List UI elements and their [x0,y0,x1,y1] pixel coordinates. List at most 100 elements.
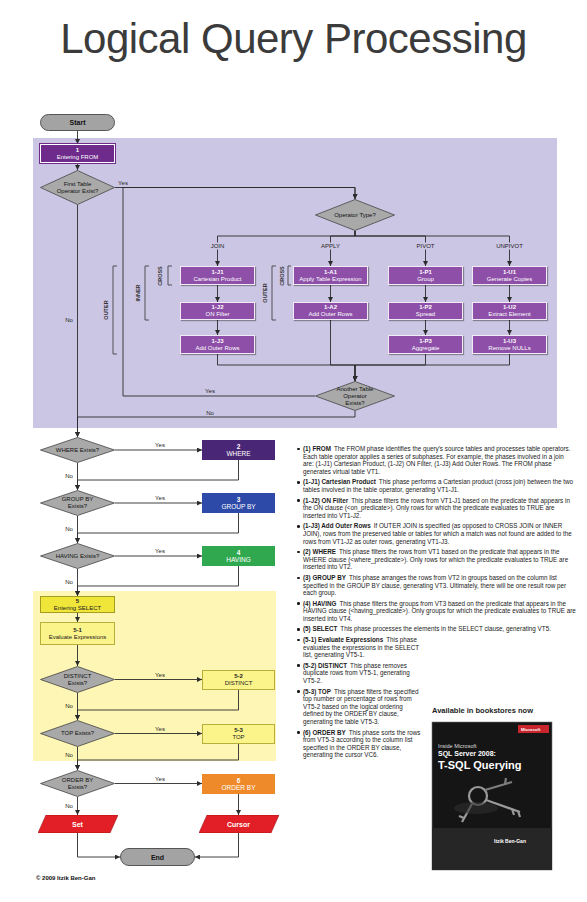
flow-connector [425,320,426,335]
edge-label: No [206,409,214,416]
description-panel: (1) FROMThe FROM phase identifies the qu… [296,445,576,762]
description-body: This phase filters the groups from VT3 b… [303,600,576,622]
flow-connector [509,320,510,335]
node-label: Group [417,276,434,283]
flow-connector [115,783,202,784]
edge-label: No [65,317,73,324]
diamond-fill [41,491,115,516]
flow-connector [331,320,356,381]
flow-connector [77,205,78,437]
node-label: 1-P2 [416,304,435,311]
node-text: 1-U1Generate Copies [487,269,532,283]
node-label: Remove NULLs [488,345,530,352]
flow-connector [78,411,356,437]
book-cover [432,722,552,870]
outer-bracket [113,266,117,354]
diamond-fill [41,438,115,463]
diamond-fill [41,771,115,797]
flow-connector [509,285,510,302]
node-text: Operator Type? [333,212,377,219]
select-phase-band [33,591,276,761]
flow-connector [123,188,355,397]
book-title: SQL Server 2008: [438,750,496,758]
node-label: Spread [416,311,435,318]
edge-label: No [65,752,73,759]
edge-label: Yes [155,548,165,555]
node-label: 1-U1 [487,269,532,276]
node-label: 1-J2 [206,304,230,311]
flow-connector [115,188,355,200]
flow-connector [355,354,510,381]
node-text: Set [72,821,83,828]
edge-label: Yes [118,180,128,187]
bracket-label: INNER [135,284,141,301]
node-label: HAVING [226,556,250,563]
node-label: 1-J3 [195,338,239,345]
node-text: Start [70,119,86,126]
node-text: 1-J2ON Filter [206,304,230,318]
node-text: 1Entering FROM [57,147,99,161]
node-label: 1-P1 [417,269,434,276]
node-label: DISTINCT [225,680,253,687]
edge-label: Yes [205,388,215,395]
description-column: (1) FROMThe FROM phase identifies the qu… [296,445,576,633]
flow-connector [355,354,426,381]
bracket-label: CROSS [157,266,163,286]
node-text: 1-P1Group [417,269,434,283]
book-title: Inside Microsoft [438,743,477,750]
description-item: (5-3) TOPThis phase filters the specifie… [296,688,423,726]
description-item: (1-J3) Add Outer RowsIf OUTER JOIN is sp… [296,522,576,545]
decision-diamond: DISTINCT Exists? [40,666,115,693]
node-text: 3GROUP BY [221,496,255,510]
decision-diamond: ORDER BY Exists? [40,770,115,797]
node-label: Entering SELECT [54,605,101,612]
edge-label: No [65,473,73,480]
bullet-dot [297,577,300,580]
node-text: 1-A2Add Outer Rows [308,304,352,318]
edge-label: Yes [155,671,165,678]
keys-illustration [459,778,520,822]
flow-connector [217,285,218,302]
description-heading: (2) WHERE [303,548,339,555]
process-box: 2WHERE [202,440,275,460]
flow-connector [115,556,202,557]
edge-label: JOIN [210,243,226,250]
node-label: GROUP BY Exists? [56,496,100,510]
description-item: (4) HAVINGThis phase filters the groups … [296,600,576,623]
cross-bracket [168,266,172,285]
node-label: 1-U3 [488,338,530,345]
bullet-dot [297,628,300,631]
node-text: DISTINCT Exists? [56,673,100,687]
flow-connector [218,231,356,266]
parallelogram-fill [38,815,118,833]
description-heading: (5-3) TOP [303,688,334,695]
node-label: Add Outer Rows [195,345,239,352]
node-label: Aggregate [412,345,440,352]
node-label: ORDER BY Exists? [56,777,100,791]
node-label: Cursor [227,821,250,828]
copyright-note: © 2009 Itzik Ben-Gan [36,875,95,882]
node-text: 2WHERE [226,443,250,457]
process-box: 5-1Evaluate Expressions [40,622,115,645]
node-text: 1-J1Cartesian Product [193,269,241,283]
node-label: GROUP BY [221,503,255,510]
process-box: 6ORDER BY [202,774,275,794]
description-heading: (4) HAVING [303,600,339,607]
outer-bracket [272,266,276,320]
description-item: (1) FROMThe FROM phase identifies the qu… [296,445,576,475]
key-blade [485,778,512,790]
flow-connector [330,285,331,302]
node-label: Add Outer Rows [308,311,352,318]
process-box: 3GROUP BY [202,493,275,513]
description-heading: (1) FROM [303,445,334,452]
process-box: 1-J2ON Filter [180,302,255,320]
node-label: 1 [57,147,99,154]
node-text: 1-U3Remove NULLs [488,338,530,352]
edge-label: No [65,703,73,710]
book-cover-background [432,722,552,870]
parallelogram-fill [199,815,279,833]
process-box: 1-A1Apply Table Expression [293,266,368,285]
bullet-dot [297,481,300,484]
node-label: ON Filter [206,311,230,318]
